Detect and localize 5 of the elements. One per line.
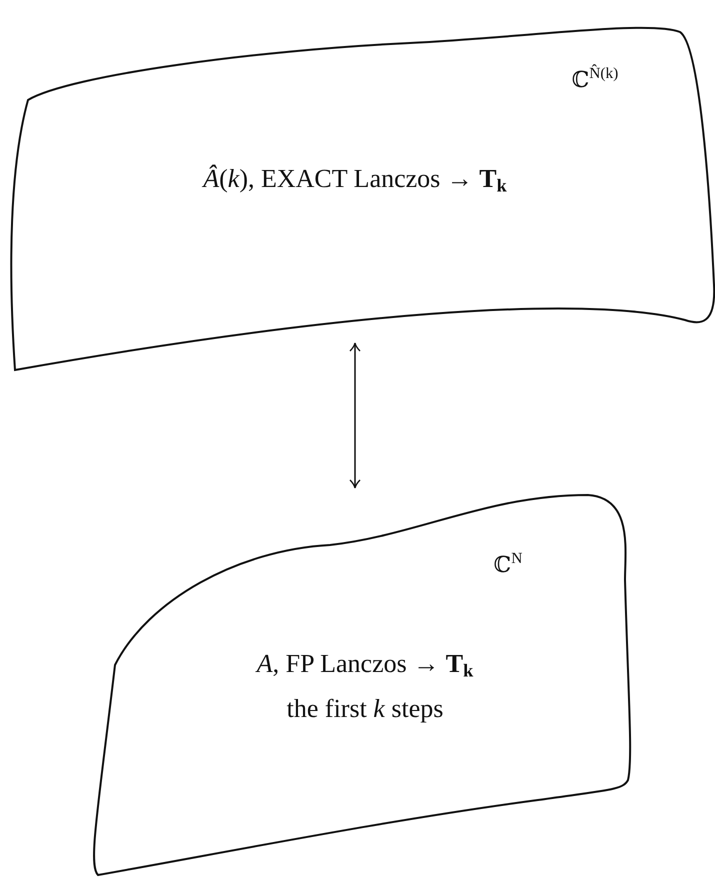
space-label: ℂ$^{N}$ <box>494 550 522 579</box>
method-label: Â(k), EXACT Lanczos → T$_{k}$ <box>203 163 507 198</box>
note-label: the first k steps <box>286 693 444 724</box>
space-label: ℂ$^{N̂(k)}$ <box>572 65 618 94</box>
method-label: A, FP Lanczos → T$_{k}$ <box>256 648 474 682</box>
